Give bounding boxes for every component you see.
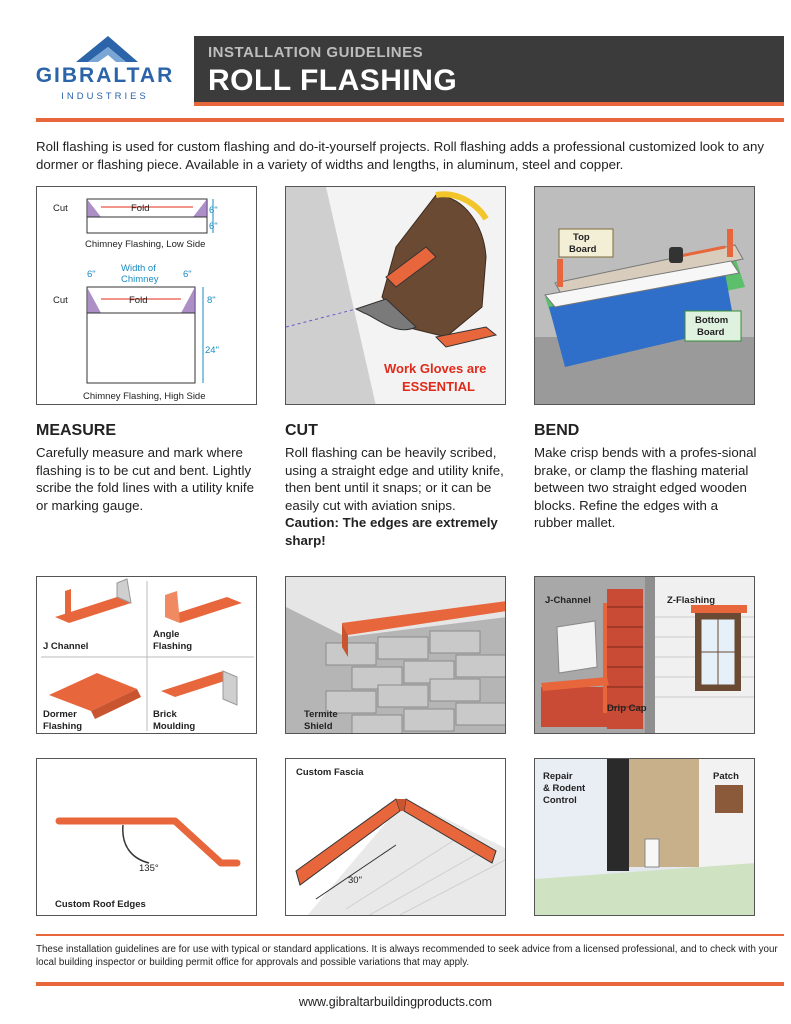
dim-6-b: 6" [209, 221, 218, 232]
patch-label: Patch [713, 771, 739, 782]
gibraltar-logo: GIBRALTAR INDUSTRIES [30, 34, 180, 106]
repair-label-1: Repair [543, 771, 573, 782]
bend-illustration: Top Board Bottom Board [534, 186, 755, 405]
page-title: ROLL FLASHING [208, 64, 458, 97]
repair-illustration: Repair & Rodent Control Patch [534, 758, 755, 916]
brand-name: GIBRALTAR [35, 64, 175, 87]
bottom-thin-divider [36, 934, 784, 936]
cut-title: CUT [285, 422, 318, 439]
cut-label-low: Cut [53, 203, 68, 214]
drip-cap-callout: Drip Cap [607, 703, 647, 714]
dim-6-d: 6" [183, 269, 192, 280]
roof-angle: 135° [139, 863, 159, 874]
high-caption: Chimney Flashing, High Side [83, 391, 206, 402]
brand-sub: INDUSTRIES [61, 91, 149, 102]
bottom-board-1: Bottom [695, 315, 728, 326]
channel-illustration: J-Channel Z-Flashing Drip Cap [534, 576, 755, 734]
bend-title: BEND [534, 422, 580, 439]
cut-illustration: Work Gloves are ESSENTIAL [285, 186, 506, 405]
dormer-label-1: Dormer [43, 709, 77, 720]
intro-paragraph: Roll flashing is used for custom flashin… [36, 139, 765, 172]
gloves-line2: ESSENTIAL [402, 379, 475, 394]
repair-label-2: & Rodent [543, 783, 586, 794]
cut-body-text: Roll flashing can be heavily scribed, us… [285, 445, 504, 513]
termite-label-1: Termite [304, 709, 338, 720]
top-divider [36, 118, 784, 122]
disclaimer: These installation guidelines are for us… [36, 944, 778, 968]
dim-6-c: 6" [87, 269, 96, 280]
measure-body: Carefully measure and mark where flashin… [36, 445, 255, 513]
bottom-divider [36, 982, 784, 986]
fascia-caption: Custom Fascia [296, 767, 364, 778]
roof-caption: Custom Roof Edges [55, 899, 146, 910]
measure-title: MEASURE [36, 422, 117, 439]
bend-body: Make crisp bends with a profes-sional br… [534, 445, 757, 530]
brick-label-2: Moulding [153, 721, 195, 732]
chimney-label: Chimney [121, 274, 159, 285]
fascia-illustration: 30" Custom Fascia [285, 758, 506, 916]
repair-label-3: Control [543, 795, 577, 806]
brick-label-1: Brick [153, 709, 177, 720]
low-caption: Chimney Flashing, Low Side [85, 239, 205, 250]
roof-edge-illustration: 135° Custom Roof Edges [36, 758, 257, 916]
termite-shield-illustration: Termite Shield [285, 576, 506, 734]
termite-label-2: Shield [304, 721, 333, 732]
z-flashing-callout: Z-Flashing [667, 595, 715, 606]
cut-body: Roll flashing can be heavily scribed, us… [285, 444, 511, 549]
width-of-label: Width of [121, 263, 156, 274]
measure-diagram: 6" 6" Cut Fold Chimney Flashing, Low Sid… [36, 186, 257, 405]
bottom-board-2: Board [697, 327, 725, 338]
footer-url[interactable]: www.gibraltarbuildingproducts.com [298, 995, 493, 1009]
header-kicker: INSTALLATION GUIDELINES [208, 44, 424, 61]
fold-label-low: Fold [131, 203, 149, 214]
dim-24: 24" [205, 345, 219, 356]
fold-label-high: Fold [129, 295, 147, 306]
angle-label-1: Angle [153, 629, 179, 640]
cut-label-high: Cut [53, 295, 68, 306]
top-board-2: Board [569, 244, 597, 255]
gloves-line1: Work Gloves are [384, 361, 486, 376]
cut-caution: Caution: The edges are extremely sharp! [285, 515, 498, 548]
dim-6-a: 6" [209, 205, 218, 216]
top-board-1: Top [573, 232, 590, 243]
header-bar: INSTALLATION GUIDELINES ROLL FLASHING [194, 36, 784, 106]
j-channel-callout: J-Channel [545, 595, 591, 606]
fascia-dim: 30" [348, 875, 362, 886]
angle-label-2: Flashing [153, 641, 192, 652]
profiles-panel: J Channel Angle Flashing Dormer Flashing… [36, 576, 257, 734]
dormer-label-2: Flashing [43, 721, 82, 732]
j-channel-label: J Channel [43, 641, 88, 652]
mountain-logo-icon [76, 36, 138, 62]
dim-8: 8" [207, 295, 216, 306]
